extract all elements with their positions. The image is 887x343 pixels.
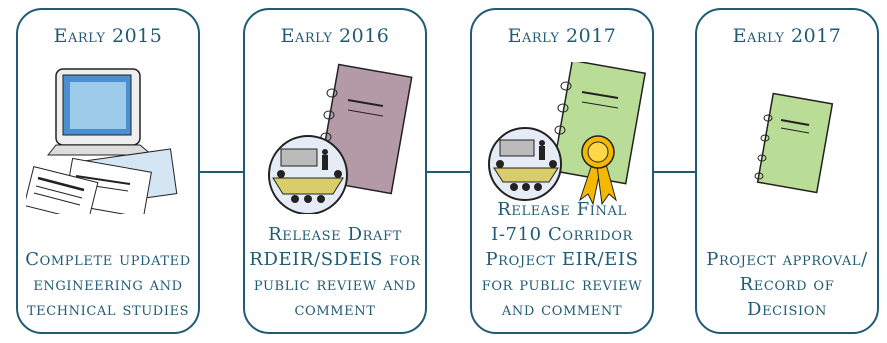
milestone-description-line: public review and: [253, 274, 417, 295]
draft-report-meeting-icon: [268, 63, 413, 214]
final-report-award-icon: [488, 62, 646, 206]
milestone-date: Early 2017: [732, 25, 842, 47]
milestone-description: Project approval/ Record of Decision: [699, 247, 875, 322]
connector-line: [200, 171, 245, 173]
milestone-card-2016: Early 2016 Release Draft RDEIR/SDEIS for…: [243, 8, 427, 334]
milestone-description-line: technical studies: [26, 299, 190, 320]
milestone-date: Early 2017: [507, 25, 617, 47]
milestone-description-line: engineering and: [33, 274, 183, 295]
milestone-description-line: Release Final: [497, 199, 627, 220]
milestone-card-2015: Early 2015 Complete updated engineering …: [16, 8, 200, 334]
milestone-description-line: Project EIR/EIS: [485, 249, 639, 270]
milestone-description-line: Release Draft: [268, 224, 402, 245]
milestone-card-2017-approval: Early 2017 Project approval/ Record of D…: [695, 8, 879, 334]
approval-notebook-icon: [754, 92, 834, 194]
computer-documents-icon: [26, 68, 178, 214]
milestone-description-line: Project approval/: [706, 249, 868, 270]
milestone-description: Release Draft RDEIR/SDEIS for public rev…: [247, 222, 423, 322]
milestone-description: Release Final I-710 Corridor Project EIR…: [474, 197, 650, 322]
milestone-description-line: Record of: [739, 274, 835, 295]
milestone-description-line: for public review: [481, 274, 643, 295]
milestone-date: Early 2015: [53, 25, 163, 47]
connector-line: [654, 171, 695, 173]
milestone-date: Early 2016: [280, 25, 390, 47]
milestone-description-line: Decision: [747, 299, 827, 320]
milestone-description-line: Complete updated: [25, 249, 191, 270]
milestone-card-2017-final: Early 2017 Release Final I-710 Co: [470, 8, 654, 334]
milestone-description: Complete updated engineering and technic…: [20, 247, 196, 322]
milestone-description-line: and comment: [501, 299, 623, 320]
connector-line: [427, 171, 472, 173]
milestone-description-line: RDEIR/SDEIS for: [249, 249, 421, 270]
milestone-description-line: comment: [294, 299, 376, 320]
milestone-description-line: I-710 Corridor: [491, 224, 633, 245]
